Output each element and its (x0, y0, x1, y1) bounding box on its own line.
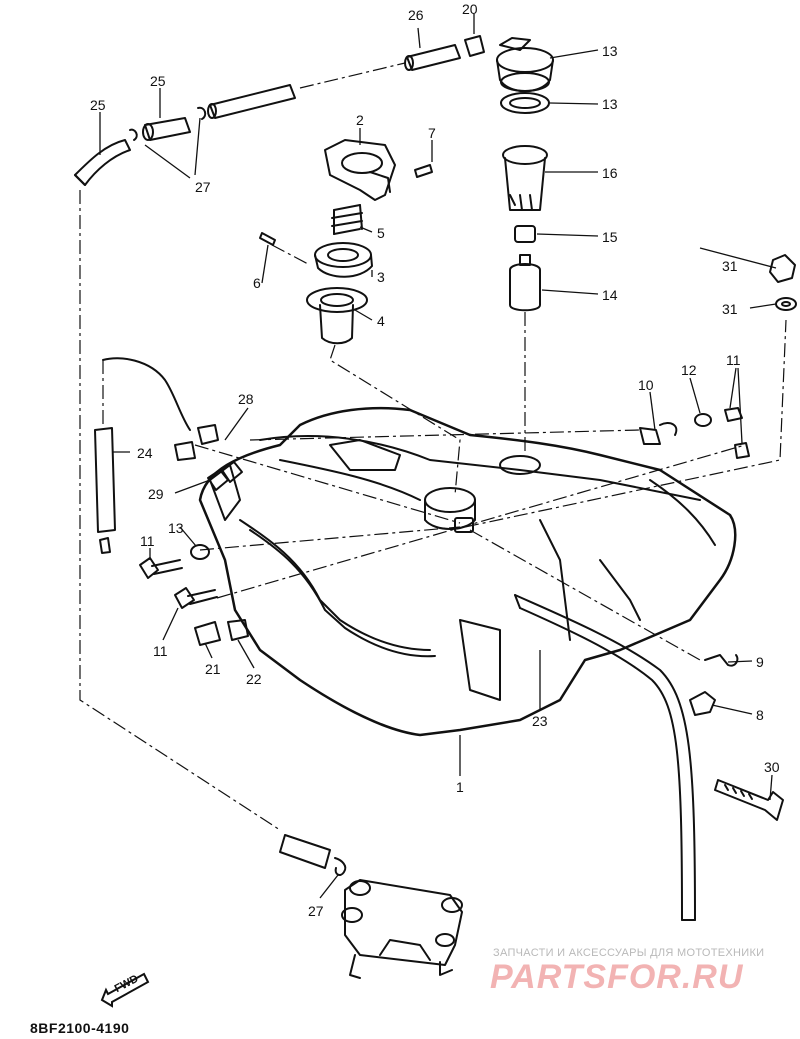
bolt-11-upper (139, 557, 183, 579)
callout-20: 20 (462, 1, 478, 17)
callout-25-top: 27 (195, 179, 211, 195)
callout-1: 1 (456, 779, 464, 795)
fwd-arrow-icon (100, 972, 150, 1008)
fuel-sender-cap (496, 37, 554, 93)
callout-31-bottom: 29 (148, 486, 164, 502)
gasket (314, 242, 373, 278)
callout-9: 9 (756, 654, 764, 670)
callout-13-left: 13 (168, 520, 184, 536)
callout-8: 8 (756, 707, 764, 723)
fuel-tank (198, 406, 737, 737)
screw-24 (714, 779, 784, 821)
callout-18: 16 (602, 165, 618, 181)
hose-19 (74, 139, 131, 186)
fuel-cock (341, 879, 463, 979)
drain-pipe (514, 594, 696, 921)
callout-6: 6 (253, 275, 261, 291)
callout-3: 3 (377, 269, 385, 285)
watermark-logo: PARTSFOR.RU (490, 958, 744, 996)
callout-27: 31 (722, 301, 738, 317)
callout-5: 5 (377, 225, 385, 241)
pipe-28 (142, 117, 191, 141)
watermark-tagline: ЗАПЧАСТИ И АКСЕССУАРЫ ДЛЯ МОТОТЕХНИКИ (493, 947, 765, 959)
callout-25-bottom: 27 (308, 903, 324, 919)
callout-13-right: 12 (681, 362, 697, 378)
fuel-cap (324, 139, 396, 201)
callout-31-top: 28 (238, 391, 254, 407)
callout-21: 21 (205, 661, 221, 677)
spring (331, 204, 363, 235)
filler-neck (306, 287, 368, 345)
callout-26: 31 (722, 258, 738, 274)
callout-7: 7 (428, 125, 436, 141)
o-ring (500, 92, 550, 114)
callout-14: 13 (602, 43, 618, 59)
callout-11-upper: 11 (140, 533, 155, 549)
callout-15: 13 (602, 96, 618, 112)
callout-17: 15 (602, 229, 618, 245)
vent-hose (94, 427, 116, 554)
callout-12: 11 (726, 352, 741, 368)
bolt-11-lower (174, 587, 218, 609)
hose-29 (404, 44, 461, 71)
callout-30: 24 (137, 445, 153, 461)
hose-top (207, 84, 296, 119)
callout-23: 23 (532, 713, 548, 729)
sender-float (509, 254, 541, 312)
callout-22: 22 (246, 671, 262, 687)
callout-16: 14 (602, 287, 618, 303)
callout-28: 25 (150, 73, 166, 89)
callout-29: 26 (408, 7, 424, 23)
sender-unit (502, 145, 548, 211)
callout-4: 4 (377, 313, 385, 329)
callout-10: 10 (638, 377, 654, 393)
callout-11-lower: 11 (153, 643, 168, 659)
callout-2: 2 (356, 112, 364, 128)
drawing-code: 8BF2100-4190 (30, 1020, 130, 1036)
callout-24: 30 (764, 759, 780, 775)
callout-19: 25 (90, 97, 106, 113)
